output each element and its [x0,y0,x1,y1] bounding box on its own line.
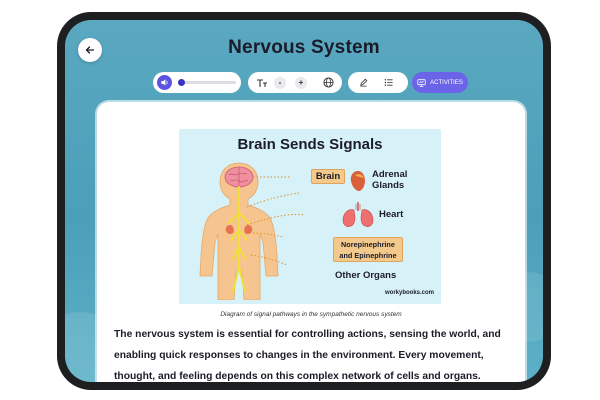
arrow-left-icon [85,46,95,54]
annotation-tools [348,72,408,93]
brain-signals-diagram: Brain Sends Signals [179,129,441,304]
brain-icon [224,166,254,188]
globe-icon[interactable] [323,77,334,88]
label-norepinephrine: Norepinephrine and Epinephrine [333,237,403,262]
text-tools: - + [248,72,342,93]
label-other-organs: Other Organs [335,270,397,281]
list-icon[interactable] [384,78,393,87]
adrenal-gland-icon [350,171,365,191]
text-size-icon[interactable] [256,78,268,88]
presentation-icon [417,78,426,87]
audio-play-button[interactable] [157,75,172,90]
diagram-title: Brain Sends Signals [237,136,383,153]
label-brain: Brain [311,169,345,184]
decrease-text-button[interactable]: - [274,76,286,89]
increase-text-button[interactable]: + [295,76,307,89]
audio-progress-slider[interactable] [178,79,236,86]
lungs-heart-icon [342,202,374,227]
activities-label: ACTIVITIES [430,79,463,86]
activities-button[interactable]: ACTIVITIES [412,72,468,93]
body-illustration [199,162,306,300]
label-heart: Heart [379,209,404,220]
tablet-frame: Nervous System - + [57,12,551,390]
brand-credit: workybooks.com [384,290,434,296]
audio-progress-knob[interactable] [178,79,185,86]
lesson-paragraph: The nervous system is essential for cont… [114,329,501,382]
app-screen: Nervous System - + [65,20,543,382]
content-panel: Brain Sends Signals [97,102,525,382]
adrenal-gland-small-icon [225,225,253,235]
audio-player [153,72,241,93]
back-button[interactable] [78,38,102,62]
page-title: Nervous System [228,37,380,58]
speaker-icon [161,79,168,86]
label-adrenal-glands: Adrenal Glands [372,169,408,191]
pencil-icon[interactable] [359,78,368,87]
diagram-caption: Diagram of signal pathways in the sympat… [220,311,402,318]
